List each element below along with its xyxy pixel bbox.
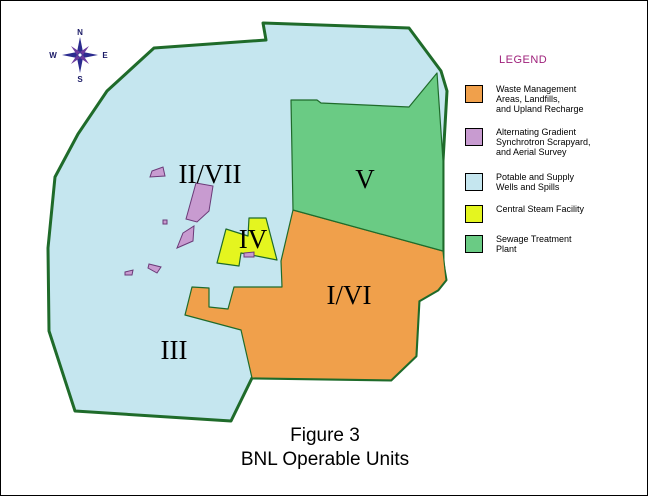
compass-n: N [77,28,83,37]
purple-patch-7 [243,251,255,258]
legend-item-sewage: Sewage Treatment Plant [465,234,626,254]
legend-swatch-yellow [465,205,483,223]
compass-rose-icon: N S W E [49,28,108,84]
unit-label-ii-vii: II/VII [179,159,242,189]
legend-item-ags: Alternating Gradient Synchrotron Scrapya… [465,127,626,157]
purple-patch-4 [147,263,162,274]
purple-patch-3 [149,166,166,178]
caption-figure-number: Figure 3 [290,425,360,446]
unit-label-v: V [355,164,375,194]
figure-caption: Figure 3 BNL Operable Units [1,424,648,472]
legend-item-steam: Central Steam Facility [465,204,626,223]
purple-patch-5 [124,269,134,276]
legend-swatch-purple [465,128,483,146]
legend-text-waste: Waste Management Areas, Landfills, and U… [496,84,584,114]
legend-swatch-green [465,235,483,253]
legend-swatch-blue [465,173,483,191]
unit-label-iv: IV [239,224,268,254]
legend-swatch-orange [465,85,483,103]
unit-label-iii: III [161,335,188,365]
legend-item-wells: Potable and Supply Wells and Spills [465,172,626,192]
legend-item-waste: Waste Management Areas, Landfills, and U… [465,84,626,114]
compass-s: S [77,75,83,84]
purple-patch-main [185,182,214,223]
legend-title: LEGEND [499,54,548,66]
unit-iv-area [216,217,278,267]
purple-patch-6 [162,219,168,225]
unit-ii-vii-areas [124,166,255,276]
unit-label-i-vi: I/VI [327,280,372,310]
legend-text-sewage: Sewage Treatment Plant [496,234,572,254]
compass-e: E [102,51,108,60]
unit-v-area [290,72,444,252]
caption-title: BNL Operable Units [240,449,410,470]
unit-i-vi-area [184,209,447,381]
purple-patch-2 [176,225,195,249]
compass-w: W [49,51,57,60]
legend-text-wells: Potable and Supply Wells and Spills [496,172,575,192]
legend-text-steam: Central Steam Facility [496,204,585,214]
legend-text-ags: Alternating Gradient Synchrotron Scrapya… [496,127,591,157]
